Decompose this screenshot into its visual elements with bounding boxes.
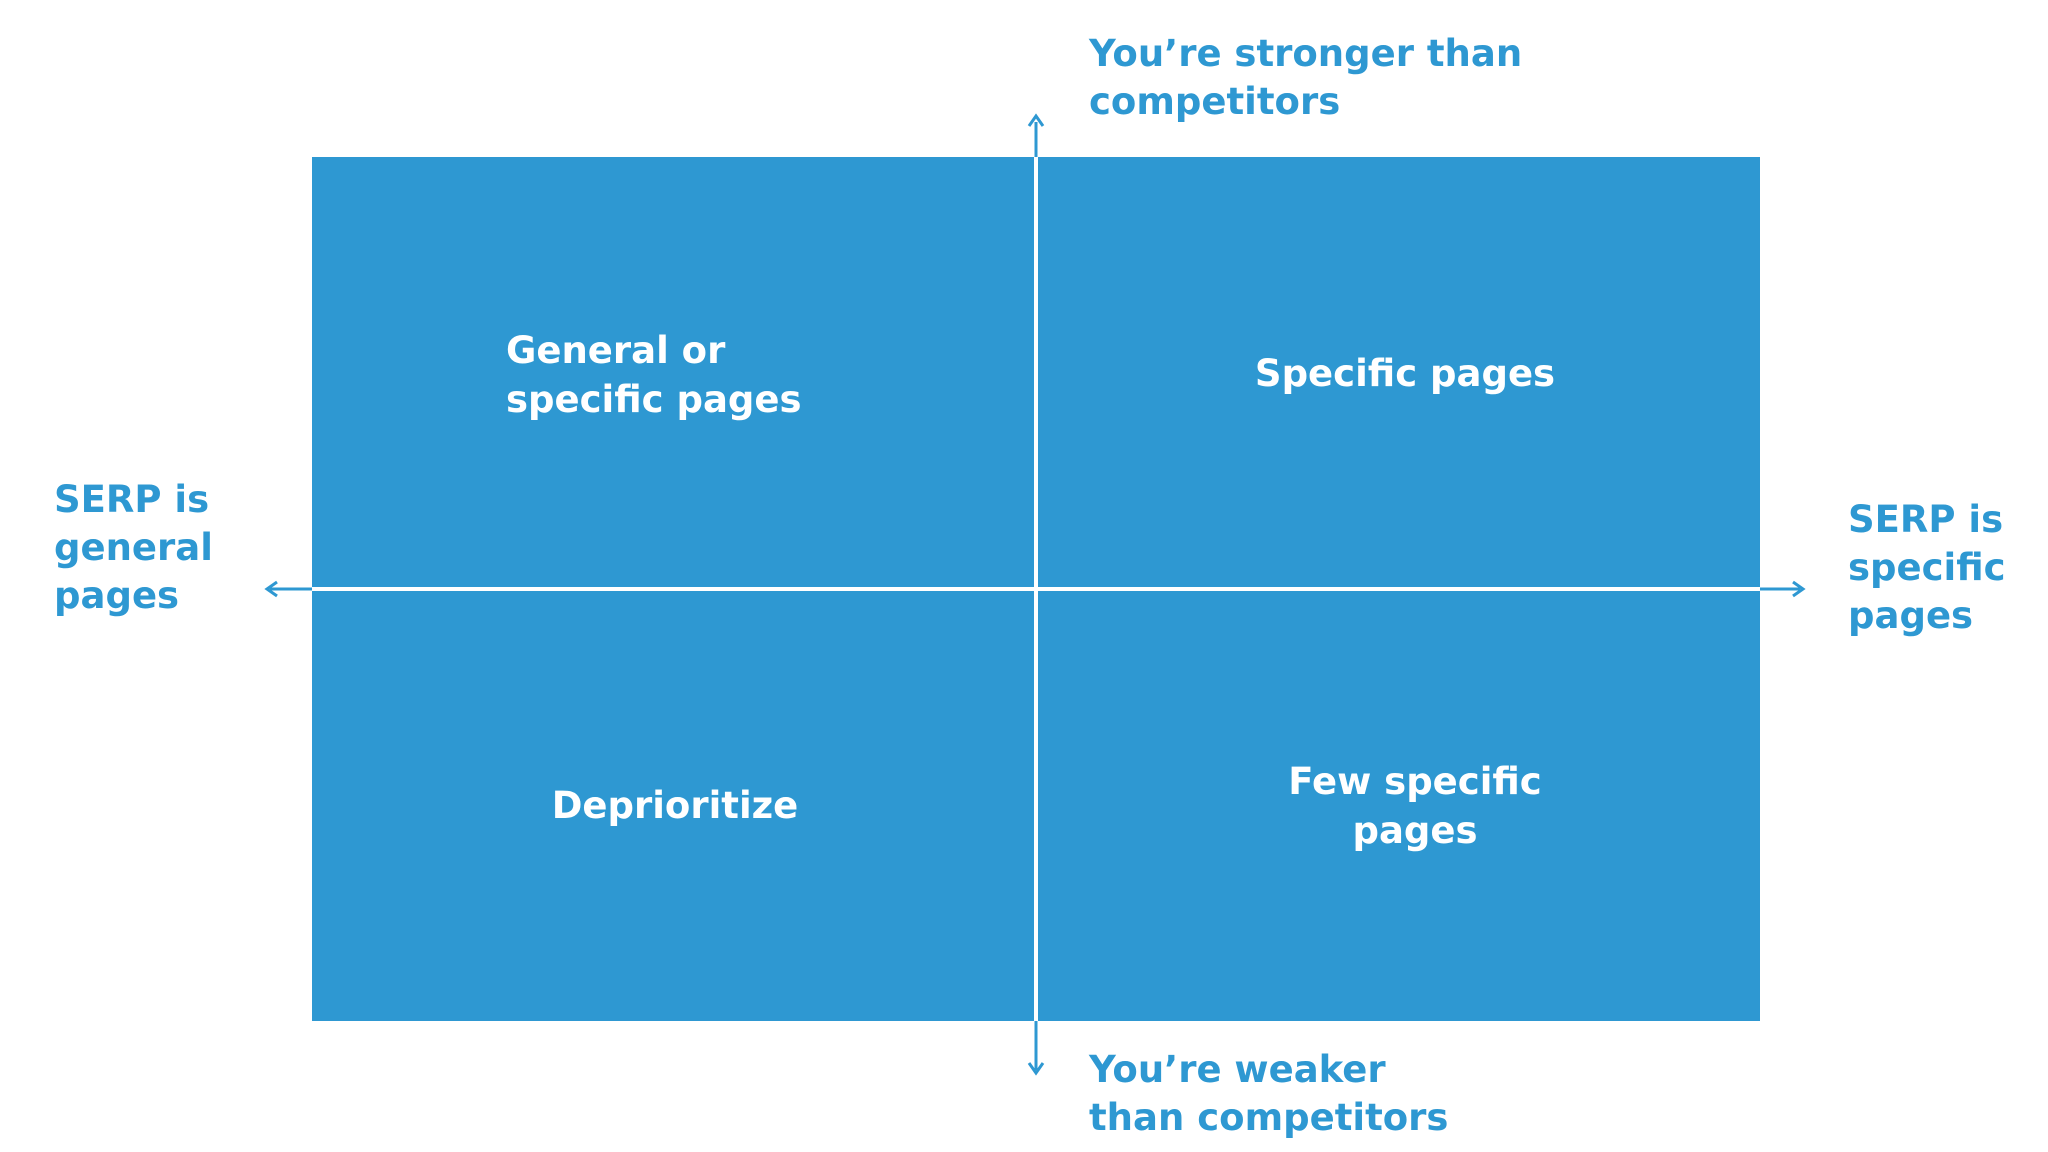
axis-label-right: SERP is specific pages — [1848, 498, 2006, 637]
arrow-down-icon — [1027, 1062, 1045, 1076]
quadrant-top-right-label: Specific pages — [1254, 352, 1556, 395]
quadrant-top-left — [312, 157, 1034, 587]
arrow-up-icon — [1027, 113, 1045, 127]
quadrant-top-right — [1038, 157, 1760, 587]
arrow-right-icon — [1792, 580, 1806, 598]
quadrant-top-left-label: General or specific pages — [506, 329, 802, 421]
quadrant-bottom-right — [1038, 591, 1760, 1021]
quadrant-bottom-left-label: Deprioritize — [551, 784, 799, 827]
quadrant-bottom-right-label: Few specific pages — [1288, 760, 1542, 852]
arrow-left-icon — [264, 580, 278, 598]
quadrant-bottom-left — [312, 591, 1034, 1021]
axis-label-bottom: You’re weaker than competitors — [1089, 1048, 1449, 1139]
axis-label-left: SERP is general pages — [54, 478, 213, 617]
axis-label-top: You’re stronger than competitors — [1089, 32, 1523, 123]
